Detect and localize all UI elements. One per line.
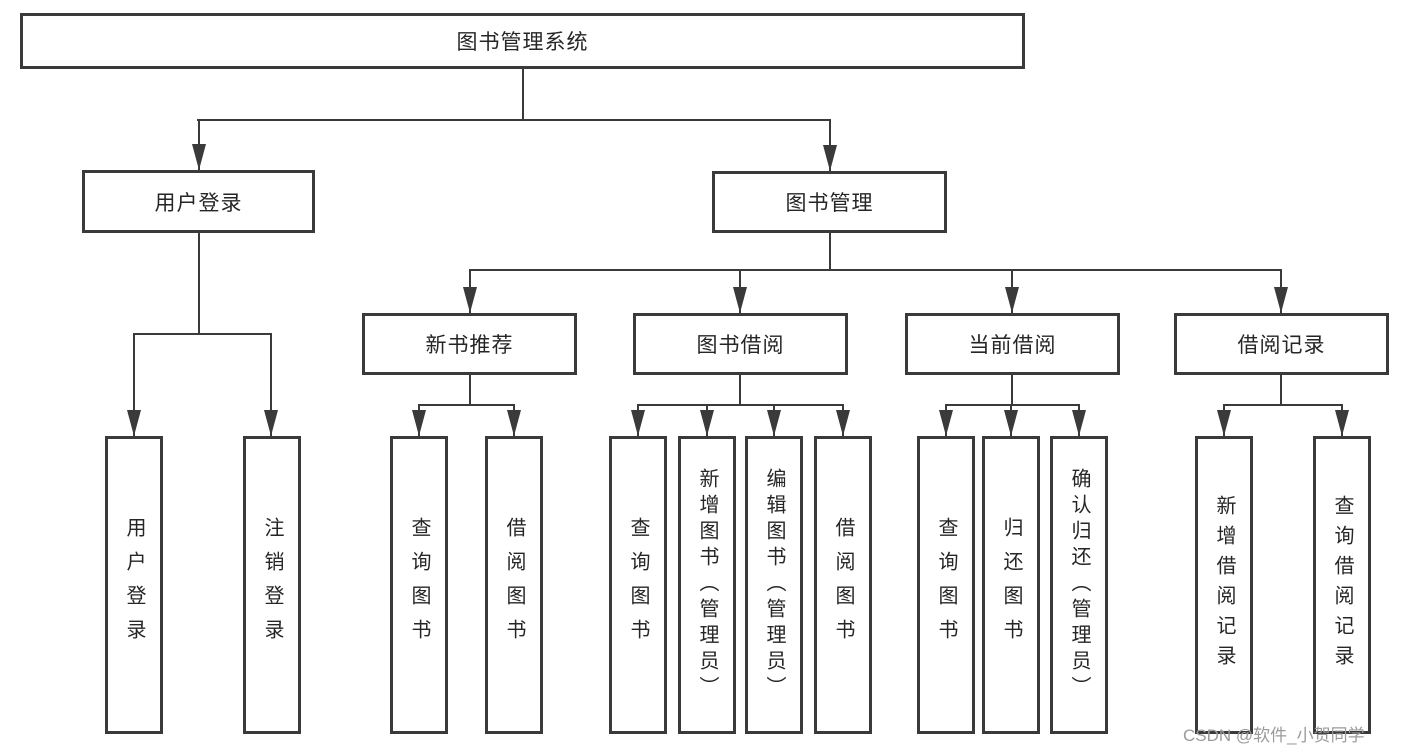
connector-user-login-rail <box>133 333 272 335</box>
arrow-to-borrow-records-icon <box>1274 287 1288 313</box>
leaf-current-confirm-return-admin-label: 确认归还（管理员） <box>1068 468 1090 702</box>
node-current-borrow: 当前借阅 <box>905 313 1120 375</box>
arrow-to-bb-edit-icon <box>767 410 781 436</box>
node-book-management: 图书管理 <box>712 171 947 233</box>
node-user-login: 用户登录 <box>82 170 315 233</box>
leaf-borrow-borrow-books: 借阅图书 <box>814 436 872 734</box>
leaf-borrow-edit-books-admin-label: 编辑图书（管理员） <box>763 468 785 702</box>
leaf-current-return-books-label: 归还图书 <box>1000 517 1022 653</box>
leaf-user-login: 用户登录 <box>105 436 163 734</box>
leaf-newbook-borrow-books: 借阅图书 <box>485 436 543 734</box>
arrow-to-current-borrow-icon <box>1005 287 1019 313</box>
leaf-logout-label: 注销登录 <box>261 517 283 653</box>
leaf-borrow-query-books-label: 查询图书 <box>627 517 649 653</box>
csdn-watermark: CSDN @软件_小贺同学 <box>1183 726 1365 745</box>
connector-root-drop <box>522 69 524 120</box>
connector-new-book-drop <box>469 375 471 406</box>
connector-book-management-drop <box>829 233 831 271</box>
arrow-to-br-add-icon <box>1217 410 1231 436</box>
leaf-logout: 注销登录 <box>243 436 301 734</box>
arrow-to-bb-query-icon <box>631 410 645 436</box>
leaf-newbook-borrow-books-label: 借阅图书 <box>503 517 525 653</box>
connector-root-rail <box>197 119 831 121</box>
leaf-borrow-add-books-admin-label: 新增图书（管理员） <box>696 468 718 702</box>
connector-book-borrow-drop <box>739 375 741 406</box>
leaf-current-return-books: 归还图书 <box>982 436 1040 734</box>
connector-to-leaf-user-login <box>133 333 135 436</box>
arrow-to-bb-add-icon <box>700 410 714 436</box>
connector-new-book-rail <box>418 404 515 406</box>
leaf-newbook-query-books-label: 查询图书 <box>408 517 430 653</box>
arrow-to-book-management-icon <box>823 145 837 171</box>
leaf-current-confirm-return-admin: 确认归还（管理员） <box>1050 436 1108 734</box>
connector-to-leaf-logout <box>270 333 272 436</box>
arrow-to-book-borrow-icon <box>733 287 747 313</box>
leaf-user-login-label: 用户登录 <box>123 517 145 653</box>
arrow-to-br-query-icon <box>1335 410 1349 436</box>
connector-book-management-rail <box>469 269 1282 271</box>
arrow-to-new-book-recommend-icon <box>463 287 477 313</box>
arrow-to-leaf-user-login-icon <box>127 410 141 436</box>
node-library-system: 图书管理系统 <box>20 13 1025 69</box>
connector-user-login-drop <box>198 233 200 334</box>
arrow-to-cb-query-icon <box>939 410 953 436</box>
leaf-borrow-query-books: 查询图书 <box>609 436 667 734</box>
leaf-newbook-query-books: 查询图书 <box>390 436 448 734</box>
leaf-borrow-add-books-admin: 新增图书（管理员） <box>678 436 736 734</box>
arrow-to-newbook-borrow-icon <box>507 410 521 436</box>
arrow-to-newbook-query-icon <box>412 410 426 436</box>
leaf-records-add-record-label: 新增借阅记录 <box>1213 495 1235 675</box>
arrow-to-user-login-icon <box>192 144 206 170</box>
arrow-to-bb-borrow-icon <box>836 410 850 436</box>
connector-borrow-records-drop <box>1280 375 1282 406</box>
connector-current-borrow-rail <box>945 404 1080 406</box>
node-book-borrow: 图书借阅 <box>633 313 848 375</box>
leaf-current-query-books: 查询图书 <box>917 436 975 734</box>
leaf-records-query-record-label: 查询借阅记录 <box>1331 495 1353 675</box>
node-borrow-records: 借阅记录 <box>1174 313 1389 375</box>
arrow-to-cb-confirm-icon <box>1072 410 1086 436</box>
leaf-current-query-books-label: 查询图书 <box>935 517 957 653</box>
arrow-to-cb-return-icon <box>1004 410 1018 436</box>
leaf-records-query-record: 查询借阅记录 <box>1313 436 1371 734</box>
leaf-records-add-record: 新增借阅记录 <box>1195 436 1253 734</box>
leaf-borrow-edit-books-admin: 编辑图书（管理员） <box>745 436 803 734</box>
connector-book-borrow-rail <box>637 404 844 406</box>
arrow-to-leaf-logout-icon <box>264 410 278 436</box>
connector-current-borrow-drop <box>1011 375 1013 406</box>
leaf-borrow-borrow-books-label: 借阅图书 <box>832 517 854 653</box>
node-new-book-recommend: 新书推荐 <box>362 313 577 375</box>
connector-borrow-records-rail <box>1223 404 1343 406</box>
